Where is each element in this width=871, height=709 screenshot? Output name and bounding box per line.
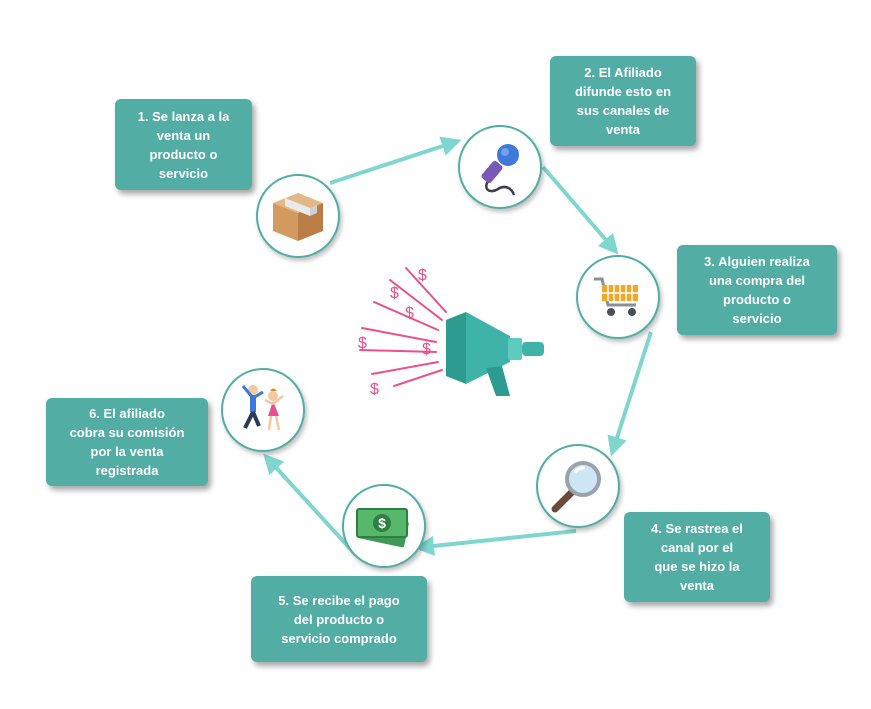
dollar-sign: $ bbox=[378, 515, 386, 531]
step-3-line: servicio bbox=[732, 311, 782, 326]
step-4-line: venta bbox=[680, 578, 714, 593]
step-4-line: canal por el bbox=[660, 540, 734, 555]
money-icon: $ bbox=[356, 508, 409, 548]
dollar-sign: $ bbox=[390, 285, 399, 302]
step-3-line: 3. Alguien realiza bbox=[704, 254, 810, 269]
step-3-line: una compra del bbox=[708, 273, 806, 288]
arrow-5-to-6 bbox=[263, 453, 358, 557]
step-5-line: 5. Se recibe el pago bbox=[278, 592, 400, 608]
microphone-icon bbox=[481, 144, 519, 196]
step-5-line: servicio comprado bbox=[281, 630, 397, 646]
step-2-line: sus canales de bbox=[576, 103, 670, 118]
step-2-line: 2. El Afiliado bbox=[584, 65, 662, 80]
step-1-box: 1. Se lanza a la venta un producto o ser… bbox=[115, 99, 252, 190]
box-icon bbox=[273, 193, 323, 241]
step-6-line: registrada bbox=[95, 463, 159, 478]
arrow-4-to-5 bbox=[414, 529, 577, 556]
step-2-line: venta bbox=[606, 122, 640, 137]
arrow-1-to-2 bbox=[329, 136, 462, 185]
step-4-line: que se hizo la bbox=[654, 559, 740, 574]
dollar-sign: $ bbox=[405, 305, 414, 322]
step-5-node: $ bbox=[342, 484, 426, 568]
step-3-box: 3. Alguien realiza una compra del produc… bbox=[677, 245, 837, 335]
step-6-box: 6. El afiliado cobra su comisión por la … bbox=[46, 398, 208, 486]
step-6-line: por la venta bbox=[90, 444, 164, 459]
megaphone-icon: $ $ $ $ $ $ bbox=[358, 267, 544, 398]
step-2-line: difunde esto en bbox=[574, 84, 672, 99]
dollar-sign: $ bbox=[422, 341, 431, 358]
step-4-node bbox=[536, 444, 620, 528]
step-1-line: servicio bbox=[158, 165, 209, 181]
step-5-line: del producto o bbox=[293, 611, 385, 627]
step-6-line: cobra su comisión bbox=[69, 425, 185, 440]
celebrating-people-icon bbox=[241, 385, 284, 431]
dollar-sign: $ bbox=[418, 267, 427, 284]
step-5-box: 5. Se recibe el pago del producto o serv… bbox=[251, 576, 427, 662]
shopping-cart-icon bbox=[594, 277, 638, 316]
step-3-line: producto o bbox=[723, 292, 791, 307]
step-4-line: 4. Se rastrea el bbox=[651, 521, 743, 536]
arrow-2-to-3 bbox=[541, 165, 619, 255]
step-6-node bbox=[221, 368, 305, 452]
dollar-signs: $ $ $ $ $ $ bbox=[358, 267, 431, 398]
step-4-box: 4. Se rastrea el canal por el que se hiz… bbox=[624, 512, 770, 602]
dollar-sign: $ bbox=[370, 381, 379, 398]
step-2-node bbox=[458, 125, 542, 209]
megaphone-body bbox=[446, 312, 544, 396]
dollar-sign: $ bbox=[358, 335, 367, 352]
step-2-box: 2. El Afiliado difunde esto en sus canal… bbox=[550, 56, 696, 146]
step-1-node bbox=[256, 174, 340, 258]
step-1-line: producto o bbox=[149, 146, 218, 162]
step-1-line: venta un bbox=[156, 127, 211, 143]
arrow-3-to-4 bbox=[607, 331, 653, 457]
magnifier-icon bbox=[551, 461, 601, 513]
step-6-line: 6. El afiliado bbox=[89, 406, 165, 421]
step-1-line: 1. Se lanza a la bbox=[137, 108, 230, 124]
step-3-node bbox=[576, 255, 660, 339]
sound-rays bbox=[359, 267, 447, 387]
